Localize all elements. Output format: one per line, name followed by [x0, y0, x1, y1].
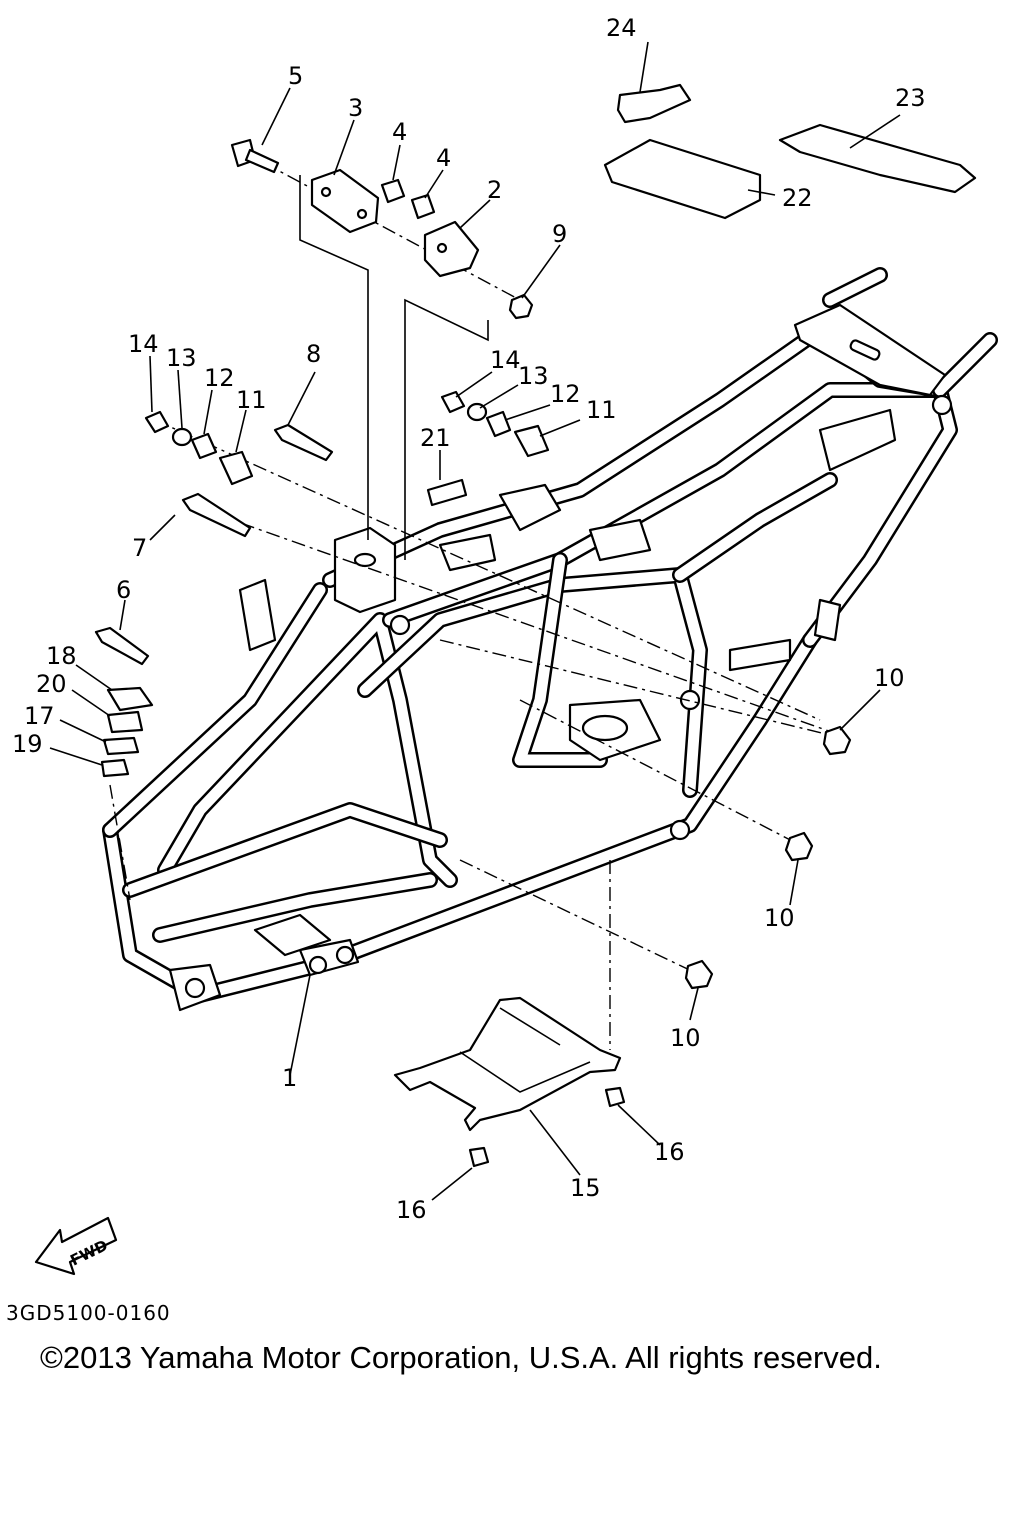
callout-12-right: 12	[550, 380, 581, 408]
callout-4b: 4	[436, 144, 451, 172]
callout-16-right: 16	[654, 1138, 685, 1166]
nut-10b	[784, 831, 814, 862]
callout-9: 9	[552, 220, 567, 248]
callout-10b: 10	[764, 904, 795, 932]
callout-10a: 10	[874, 664, 905, 692]
callout-7: 7	[132, 534, 147, 562]
callout-8: 8	[306, 340, 321, 368]
callout-19: 19	[12, 730, 43, 758]
callout-24: 24	[606, 14, 637, 42]
washer-13-left	[171, 427, 193, 447]
nut-9	[508, 293, 534, 320]
collar-4b	[410, 193, 436, 220]
bolt-7	[181, 492, 252, 538]
damper-18	[106, 686, 154, 712]
callout-2: 2	[487, 176, 502, 204]
callouts: 24 23 22 5 3 4 4 2 9 14 13 12 11 8 14 13…	[12, 14, 926, 1224]
mount-bracket-2	[423, 220, 480, 278]
main-frame	[102, 267, 998, 1012]
collar-12-right	[485, 410, 512, 438]
callout-6: 6	[116, 576, 131, 604]
cushion-22	[603, 138, 762, 220]
bushing-assembly-left	[144, 410, 821, 721]
callout-23: 23	[895, 84, 926, 112]
bolt-16-right	[604, 1086, 626, 1108]
callout-1: 1	[282, 1064, 297, 1092]
bolt-14-left	[144, 410, 170, 434]
bolt-16-left	[468, 1146, 490, 1168]
callout-13-right: 13	[518, 362, 549, 390]
callout-22: 22	[782, 184, 813, 212]
callout-11-right: 11	[586, 396, 617, 424]
nut-10c	[684, 959, 714, 990]
left-bolts-and-dampers	[94, 492, 841, 901]
collar-4a	[380, 178, 406, 204]
copyright-notice: ©2013 Yamaha Motor Corporation, U.S.A. A…	[40, 1340, 882, 1375]
callout-4a: 4	[392, 118, 407, 146]
bushing-11-left	[218, 450, 254, 486]
pad-parts	[603, 83, 977, 220]
leader-lines	[49, 41, 901, 1201]
callout-14-right: 14	[490, 346, 521, 374]
callout-13-left: 13	[166, 344, 197, 372]
bolt-14-right	[440, 390, 466, 414]
callout-21: 21	[420, 424, 451, 452]
callout-14-left: 14	[128, 330, 159, 358]
bolt-5	[230, 138, 280, 174]
callout-15: 15	[570, 1174, 601, 1202]
callout-20: 20	[36, 670, 67, 698]
upper-engine-mount-assembly	[230, 138, 534, 560]
bolt-6	[94, 626, 150, 666]
diagram-code: 3GD5100-0160	[6, 1301, 171, 1325]
skid-plate-assembly	[393, 996, 626, 1168]
guard-23	[778, 123, 977, 194]
nuts-10	[439, 639, 852, 1050]
callout-10c: 10	[670, 1024, 701, 1052]
callout-12-left: 12	[204, 364, 235, 392]
callout-18: 18	[46, 642, 77, 670]
mount-bracket-3	[310, 168, 380, 234]
damper-20	[106, 710, 144, 734]
bushing-11-right	[513, 424, 550, 458]
callout-17: 17	[24, 702, 55, 730]
skid-plate-15	[393, 996, 622, 1132]
callout-3: 3	[348, 94, 363, 122]
callout-16-left: 16	[396, 1196, 427, 1224]
label-21	[426, 478, 468, 507]
fwd-arrow-icon: FWD	[34, 1216, 118, 1276]
bolt-8	[273, 423, 334, 462]
collar-12-left	[190, 432, 218, 460]
washer-17	[102, 736, 140, 756]
pad-24	[616, 83, 692, 124]
callout-5: 5	[288, 62, 303, 90]
washer-19	[100, 758, 130, 778]
callout-11-left: 11	[236, 386, 267, 414]
nut-10a	[822, 725, 852, 756]
